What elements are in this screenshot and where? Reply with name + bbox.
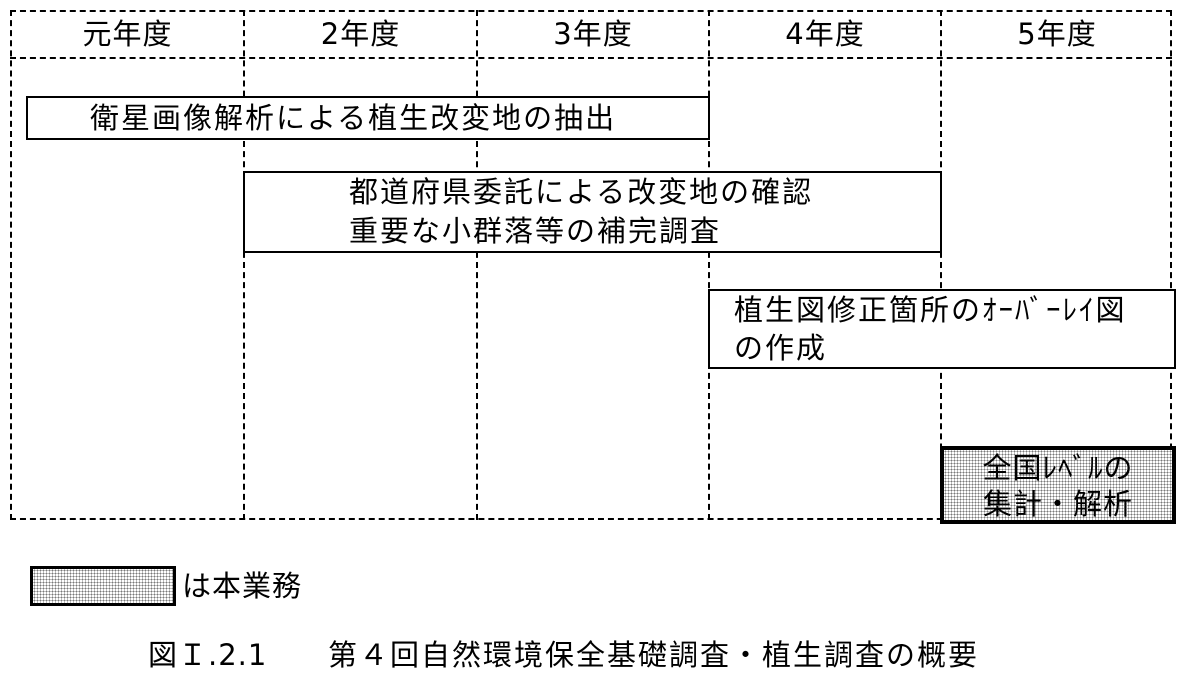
header-divider (10, 57, 1172, 59)
figure-title: 第４回自然環境保全基礎調査・植生調査の概要 (328, 638, 980, 672)
task-prefecture-survey-line-2: 重要な小群落等の補完調査 (349, 214, 722, 248)
year-header-2: 2年度 (320, 17, 401, 51)
column-divider (708, 10, 710, 520)
year-header-4: 4年度 (785, 17, 865, 51)
legend-swatch (30, 566, 176, 606)
task-overlay-map-line-2: の作成 (734, 331, 828, 365)
task-prefecture-survey-line-1: 都道府県委託による改変地の確認 (349, 175, 814, 209)
column-divider (476, 10, 478, 520)
task-national-analysis-line-1: 全国ﾚﾍﾞﾙの (982, 451, 1134, 485)
column-divider (940, 10, 942, 520)
task-national-analysis-line-2: 集計・解析 (982, 487, 1133, 521)
column-divider (243, 10, 245, 520)
figure-number: 図Ｉ.2.1 (148, 638, 268, 672)
schedule-grid (10, 10, 1172, 520)
task-satellite-analysis: 衛星画像解析による植生改変地の抽出 (26, 96, 710, 140)
task-prefecture-survey: 都道府県委託による改変地の確認 重要な小群落等の補完調査 (243, 171, 942, 253)
year-header-5: 5年度 (1017, 17, 1097, 51)
task-satellite-analysis-line: 衛星画像解析による植生改変地の抽出 (90, 101, 617, 135)
legend-label: は本業務 (182, 569, 303, 603)
task-national-analysis: 全国ﾚﾍﾞﾙの 集計・解析 (940, 446, 1176, 524)
year-header-1: 元年度 (82, 17, 173, 51)
task-overlay-map-line-1: 植生図修正箇所のｵｰﾊﾞｰﾚｲ図 (734, 293, 1127, 327)
year-header-3: 3年度 (553, 17, 633, 51)
task-overlay-map: 植生図修正箇所のｵｰﾊﾞｰﾚｲ図 の作成 (708, 289, 1176, 369)
